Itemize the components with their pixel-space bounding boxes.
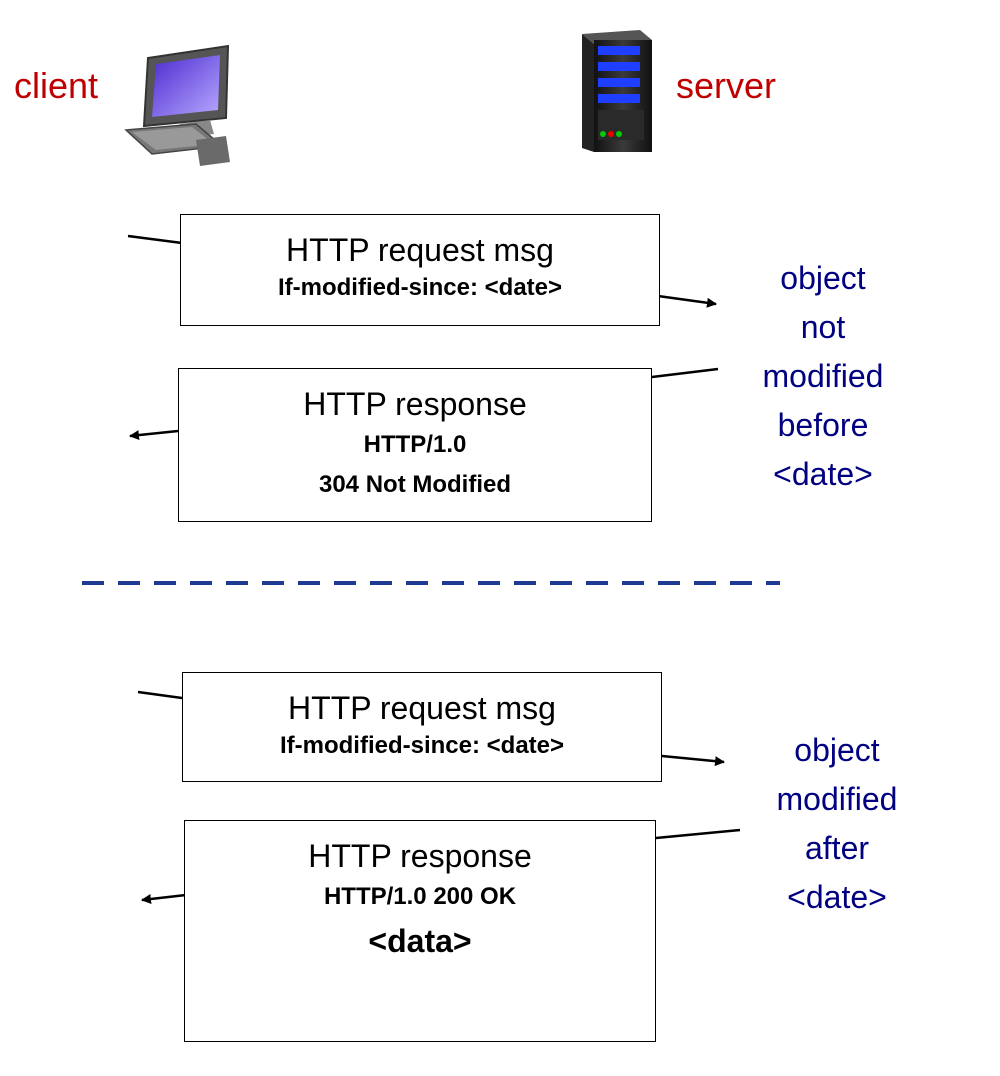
response-title-1: HTTP response bbox=[303, 386, 527, 422]
note-1-line-5: <date> bbox=[773, 456, 873, 492]
request-arrow-1 bbox=[657, 294, 717, 308]
response-line-2-in bbox=[655, 828, 741, 840]
request-box-1: HTTP request msg If-modified-since: <dat… bbox=[180, 214, 660, 326]
note-2-line-3: after bbox=[804, 830, 870, 866]
response-version-1: HTTP/1.0 bbox=[363, 431, 467, 459]
note-1-line-3: modified bbox=[762, 358, 884, 394]
response-box-1: HTTP response HTTP/1.0 304 Not Modified bbox=[178, 368, 652, 522]
request-arrow-2 bbox=[661, 754, 725, 767]
server-tower-icon bbox=[582, 30, 652, 152]
server-label: server bbox=[676, 65, 777, 106]
note-2-line-1: object bbox=[794, 732, 880, 768]
response-status-1: 304 Not Modified bbox=[318, 471, 511, 499]
request-line-2-in bbox=[137, 690, 183, 700]
response-arrow-2 bbox=[141, 893, 187, 904]
request-box-2: HTTP request msg If-modified-since: <dat… bbox=[182, 672, 662, 782]
request-line-1-in bbox=[127, 234, 183, 245]
response-data-2: <data> bbox=[368, 923, 472, 960]
response-arrow-1 bbox=[129, 429, 179, 441]
client-label: client bbox=[14, 65, 99, 106]
server-note-1: object not modified before <date> bbox=[740, 254, 906, 499]
note-1-line-1: object bbox=[780, 260, 866, 296]
note-1-line-2: not bbox=[800, 309, 846, 345]
response-box-2: HTTP response HTTP/1.0 200 OK <data> bbox=[184, 820, 656, 1042]
request-header-1: If-modified-since: <date> bbox=[277, 274, 563, 302]
note-1-line-4: before bbox=[777, 407, 869, 443]
response-status-2: HTTP/1.0 200 OK bbox=[323, 883, 517, 911]
server-note-2: object modified after <date> bbox=[754, 726, 920, 922]
request-title-1: HTTP request msg bbox=[286, 232, 554, 268]
request-header-2: If-modified-since: <date> bbox=[279, 732, 565, 760]
response-line-1-in bbox=[651, 367, 719, 379]
desktop-computer-icon bbox=[124, 44, 230, 166]
note-2-line-4: <date> bbox=[787, 879, 887, 915]
note-2-line-2: modified bbox=[776, 781, 898, 817]
request-title-2: HTTP request msg bbox=[288, 690, 556, 726]
response-title-2: HTTP response bbox=[308, 838, 532, 874]
